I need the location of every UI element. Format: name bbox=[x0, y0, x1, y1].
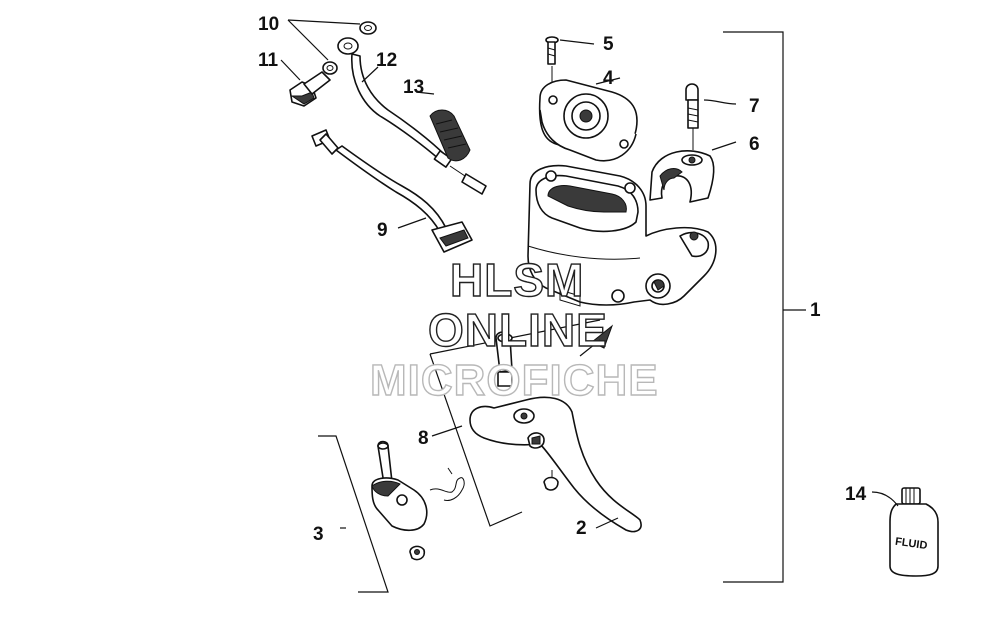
callout-7: 7 bbox=[749, 96, 760, 117]
callout-13: 13 bbox=[403, 77, 424, 98]
callout-3: 3 bbox=[313, 524, 324, 545]
callout-8: 8 bbox=[418, 428, 429, 449]
watermark-line-1: HLSM bbox=[450, 254, 584, 306]
callout-11: 11 bbox=[258, 50, 279, 71]
assembly-bracket-1 bbox=[723, 31, 806, 583]
banjo-bolt-11 bbox=[280, 59, 331, 107]
washers-10 bbox=[287, 19, 377, 75]
callout-2: 2 bbox=[576, 518, 587, 539]
callout-5: 5 bbox=[603, 34, 614, 55]
watermark: HLSM ONLINE MICROFICHE bbox=[369, 253, 659, 405]
pivot-bolt-8 bbox=[429, 319, 614, 527]
brake-lever-2 bbox=[469, 396, 642, 533]
brake-hose-12 bbox=[337, 37, 487, 195]
brake-switch-9 bbox=[311, 129, 473, 253]
watermark-line-2: ONLINE bbox=[428, 304, 608, 356]
handlebar-clamp-6 bbox=[649, 141, 737, 203]
callout-1: 1 bbox=[810, 300, 821, 321]
callout-10: 10 bbox=[258, 14, 279, 35]
master-cylinder-body bbox=[527, 164, 717, 307]
callout-14: 14 bbox=[845, 484, 867, 505]
clamp-bolt-7 bbox=[685, 83, 737, 150]
reservoir-cover-4 bbox=[538, 77, 638, 162]
fluid-bottle-14: FLUID bbox=[871, 487, 939, 577]
lever-clip bbox=[543, 470, 559, 491]
callout-12: 12 bbox=[376, 50, 397, 71]
rubber-boot-13 bbox=[415, 91, 471, 162]
callout-6: 6 bbox=[749, 134, 760, 155]
watermark-line-3: MICROFICHE bbox=[370, 356, 659, 405]
callout-4: 4 bbox=[603, 68, 614, 89]
callout-9: 9 bbox=[377, 220, 388, 241]
callout-labels: 1 2 3 4 5 6 7 8 9 10 11 12 13 14 bbox=[258, 14, 867, 545]
bottle-label: FLUID bbox=[894, 536, 928, 552]
adjuster-assembly-3 bbox=[318, 435, 465, 593]
